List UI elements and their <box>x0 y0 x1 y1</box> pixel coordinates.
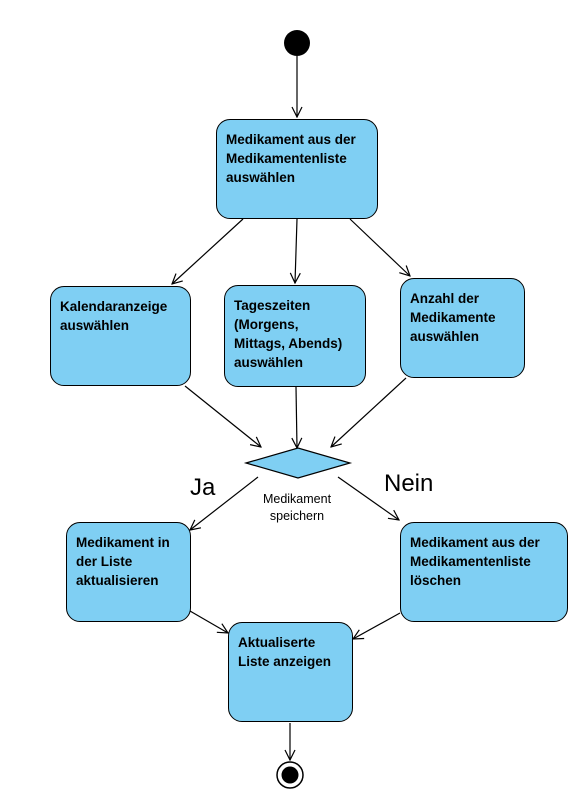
edge-delete-to-show <box>353 612 401 639</box>
edge-count-to-decision <box>331 377 407 447</box>
guard-no-label: Nein <box>384 470 434 497</box>
edge-calendar-to-decision <box>184 385 261 447</box>
edge-select-to-daytimes <box>295 218 297 283</box>
edge-update-to-show <box>189 610 228 633</box>
action-select-count: Anzahl der Medikamente auswählen <box>400 278 525 378</box>
decision-label: Medikament speichern <box>262 492 332 523</box>
final-node-inner <box>281 766 299 784</box>
edge-decision-to-delete <box>337 476 399 520</box>
edge-daytimes-to-decision <box>296 386 297 448</box>
edge-select-to-count <box>349 218 410 276</box>
action-update-medication: Medikament in der Liste aktualisieren <box>66 522 191 622</box>
action-select-calendar: Kalendaranzeige auswählen <box>50 286 191 386</box>
action-delete-medication: Medikament aus der Medikamentenliste lös… <box>400 522 568 622</box>
edge-decision-to-update <box>190 476 259 530</box>
guard-yes-label: Ja <box>190 474 216 501</box>
action-select-medication: Medikament aus der Medikamentenliste aus… <box>216 119 378 219</box>
action-select-daytimes: Tageszeiten (Morgens, Mittags, Abends) a… <box>224 285 366 387</box>
action-show-list: Aktualiserte Liste anzeigen <box>228 622 353 722</box>
edge-select-to-calendar <box>172 218 244 284</box>
initial-node <box>284 30 310 56</box>
decision-diamond <box>243 447 353 479</box>
